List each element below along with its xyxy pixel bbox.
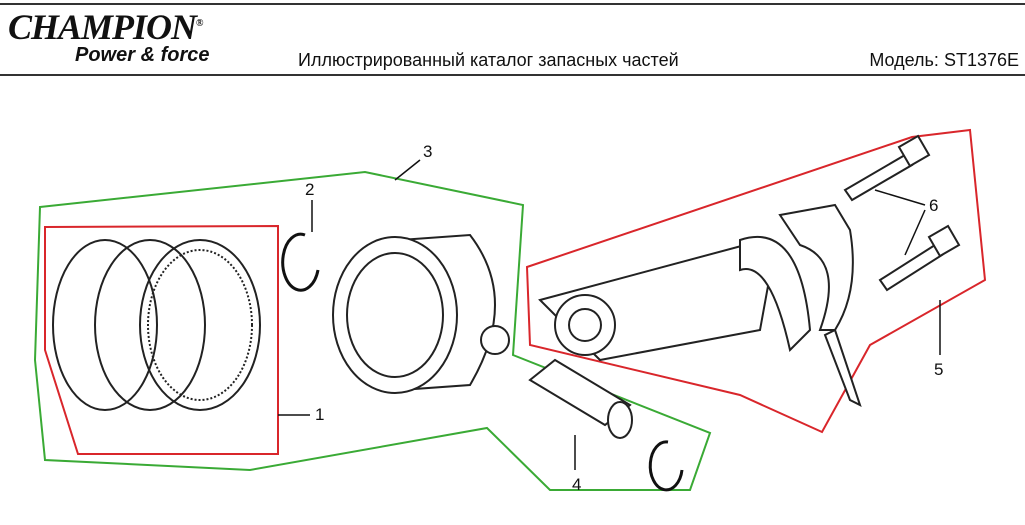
header-rule <box>0 74 1025 76</box>
circlip-left <box>281 232 320 292</box>
callout-6: 6 <box>929 196 938 215</box>
connecting-rod <box>538 203 862 407</box>
group-outline-connecting-rod <box>525 128 987 434</box>
callout-3: 3 <box>423 142 432 161</box>
piston <box>332 233 510 394</box>
leader-lines <box>278 159 941 470</box>
brand-slogan: Power & force <box>75 44 210 66</box>
top-rule <box>0 3 1025 5</box>
piston-rings <box>52 239 261 411</box>
model-label: Модель: ST1376E <box>869 50 1019 70</box>
page-title: Иллюстрированный каталог запасных частей <box>298 50 679 70</box>
callout-4: 4 <box>572 475 581 494</box>
circlip-right <box>648 440 684 492</box>
callout-5: 5 <box>934 360 943 379</box>
brand-logo: CHAMPION® <box>8 7 204 47</box>
piston-pin <box>528 358 633 439</box>
callout-2: 2 <box>305 180 314 199</box>
group-outline-rings <box>44 224 279 455</box>
callout-1: 1 <box>315 405 324 424</box>
rod-bolts <box>843 134 961 292</box>
group-outline-piston-assembly <box>33 170 712 491</box>
